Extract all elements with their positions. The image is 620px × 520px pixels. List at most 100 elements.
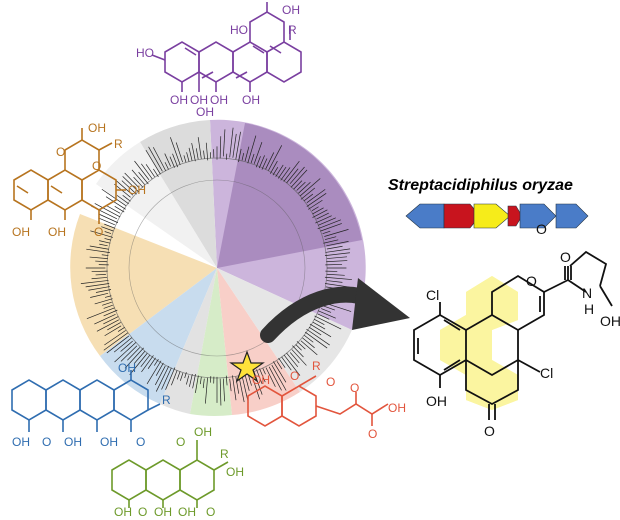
gene-arrow-5 bbox=[519, 203, 557, 229]
tree-branch bbox=[311, 206, 319, 211]
tree-branch bbox=[192, 374, 196, 389]
tree-branch bbox=[235, 131, 241, 160]
tree-branch bbox=[323, 239, 339, 244]
tree-branch bbox=[169, 156, 175, 168]
tree-branch bbox=[191, 142, 196, 162]
tree-branch bbox=[255, 156, 261, 168]
tree-branch bbox=[277, 166, 287, 179]
tree-branch bbox=[259, 368, 266, 383]
tree-branch bbox=[219, 136, 222, 159]
green-labels: O OH R OH OH O OH OH O bbox=[114, 425, 244, 519]
tree-branch bbox=[244, 374, 250, 391]
tree-branch bbox=[272, 166, 279, 176]
tree-branch bbox=[286, 352, 299, 368]
tree-branch bbox=[104, 238, 112, 241]
tree-branch bbox=[238, 375, 245, 403]
tree-branch bbox=[269, 160, 278, 174]
tree-branch bbox=[326, 256, 348, 259]
svg-text:OH: OH bbox=[12, 225, 30, 239]
tree-branch bbox=[195, 375, 199, 394]
tree-branch bbox=[241, 153, 245, 161]
tree-branch bbox=[229, 378, 232, 392]
tree-branch bbox=[99, 240, 111, 244]
tree-branch bbox=[86, 248, 110, 253]
svg-text:O: O bbox=[138, 505, 147, 519]
tree-branch bbox=[186, 375, 190, 385]
tree-branch bbox=[86, 307, 115, 319]
orange-labels: O OH R OH O OH OH O bbox=[12, 121, 146, 239]
tree-branch bbox=[116, 195, 129, 205]
tree-branch bbox=[89, 256, 108, 259]
tree-branch bbox=[189, 374, 193, 387]
tree-branch bbox=[296, 341, 306, 350]
tree-branch bbox=[278, 357, 286, 368]
tree-branch bbox=[300, 340, 318, 356]
tree-branch bbox=[103, 309, 118, 317]
tree-branch bbox=[88, 286, 110, 291]
tree-branch bbox=[322, 230, 331, 235]
svg-text:O: O bbox=[92, 159, 101, 173]
tree-branch bbox=[308, 199, 323, 210]
svg-text:OH: OH bbox=[88, 121, 106, 135]
svg-text:OH: OH bbox=[242, 93, 260, 107]
tree-branch bbox=[94, 314, 116, 325]
tree-branch bbox=[298, 181, 311, 194]
tree-branch bbox=[281, 356, 292, 371]
tree-branch bbox=[292, 345, 304, 358]
tree-branch bbox=[90, 292, 109, 298]
tree-branch bbox=[170, 137, 181, 166]
tree-branch bbox=[241, 373, 249, 403]
tree-branch bbox=[271, 364, 287, 391]
tree-branch bbox=[235, 376, 240, 394]
tree-branch bbox=[299, 178, 321, 197]
tree-branch bbox=[104, 325, 122, 337]
svg-text:H: H bbox=[584, 301, 594, 317]
tree-branch bbox=[197, 137, 202, 159]
tree-branch bbox=[244, 146, 250, 162]
tree-branch bbox=[317, 310, 336, 319]
tree-branch bbox=[268, 366, 282, 391]
svg-text:OH: OH bbox=[252, 373, 270, 387]
tree-branch bbox=[103, 316, 119, 325]
tree-branch bbox=[268, 145, 283, 171]
tree-branch bbox=[95, 274, 106, 276]
tree-branch bbox=[306, 189, 326, 203]
tree-branch bbox=[91, 277, 108, 280]
svg-text:OH: OH bbox=[178, 505, 196, 519]
tree-branch bbox=[114, 206, 125, 213]
tree-branch bbox=[303, 334, 314, 343]
tree-branch bbox=[155, 365, 170, 392]
tree-branch bbox=[104, 231, 112, 234]
gene-arrow-1 bbox=[405, 203, 445, 229]
tree-branch bbox=[148, 146, 163, 172]
gene-arrow-3 bbox=[473, 203, 511, 229]
tree-branch bbox=[165, 367, 176, 390]
tree-branch bbox=[326, 260, 348, 263]
svg-text:OH: OH bbox=[118, 361, 136, 375]
svg-text:OH: OH bbox=[426, 393, 447, 409]
tree-branch bbox=[317, 313, 330, 320]
blue-structure bbox=[11, 370, 161, 432]
tree-branch bbox=[120, 345, 138, 362]
tree-branch bbox=[95, 289, 112, 293]
tree-branch bbox=[147, 357, 156, 369]
tree-branch bbox=[232, 133, 237, 158]
tree-branch bbox=[283, 160, 300, 182]
tree-branch bbox=[308, 326, 322, 336]
tree-branch bbox=[96, 319, 119, 332]
tree-branch bbox=[106, 335, 130, 354]
sector-orange-clade bbox=[70, 214, 217, 356]
svg-text:OH: OH bbox=[190, 93, 208, 107]
svg-text:R: R bbox=[312, 359, 321, 373]
svg-text:OH: OH bbox=[210, 93, 228, 107]
tree-branch bbox=[101, 188, 127, 207]
tree-branch bbox=[134, 160, 150, 181]
svg-text:R: R bbox=[220, 447, 229, 461]
tree-branch bbox=[153, 168, 159, 178]
tree-branch bbox=[102, 301, 112, 306]
tree-branch bbox=[250, 153, 255, 164]
tree-branch bbox=[276, 361, 283, 370]
blue-labels: OH R OH O OH OH O bbox=[12, 361, 171, 449]
